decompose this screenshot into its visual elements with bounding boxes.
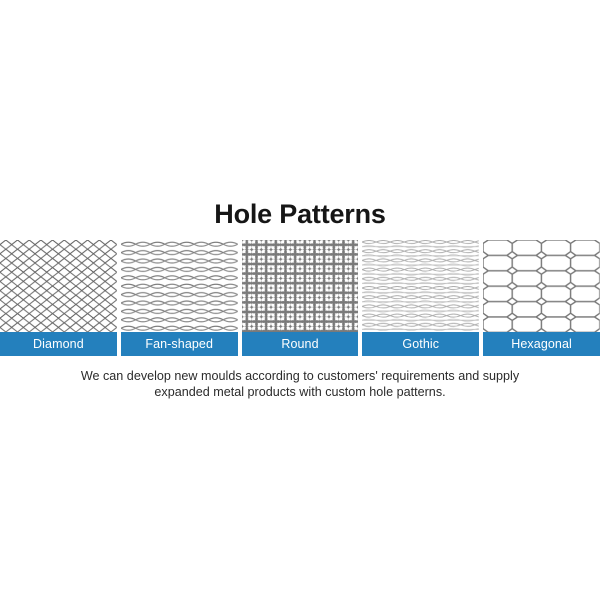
figure-caption: We can develop new moulds according to c… xyxy=(30,369,570,400)
pattern-panel-hexagonal[interactable]: Hexagonal xyxy=(483,240,600,356)
hexagonal-mesh xyxy=(483,240,600,332)
pattern-label-diamond: Diamond xyxy=(0,332,117,356)
gothic-mesh xyxy=(362,240,480,332)
pattern-panel-round[interactable]: Round xyxy=(241,240,359,356)
pattern-label-gothic: Gothic xyxy=(362,332,480,356)
pattern-panel-gothic: Gothic xyxy=(362,240,480,356)
pattern-label-hexagonal: Hexagonal xyxy=(483,332,600,356)
pattern-strip: Diamond Fan-shaped xyxy=(0,240,600,356)
diamond-mesh xyxy=(0,240,117,332)
page-title: Hole Patterns xyxy=(214,199,386,229)
pattern-label-fan-shaped: Fan-shaped xyxy=(120,332,238,356)
pattern-panel-diamond[interactable]: Diamond xyxy=(0,240,117,356)
round-mesh xyxy=(241,240,359,332)
pattern-label-round: Round xyxy=(241,332,359,356)
caption-line-2: expanded metal products with custom hole… xyxy=(154,384,446,399)
pattern-panel-fan-shaped[interactable]: Fan-shaped xyxy=(120,240,238,356)
fan-shaped-mesh xyxy=(120,240,238,332)
caption-line-1: We can develop new moulds according to c… xyxy=(80,369,520,383)
